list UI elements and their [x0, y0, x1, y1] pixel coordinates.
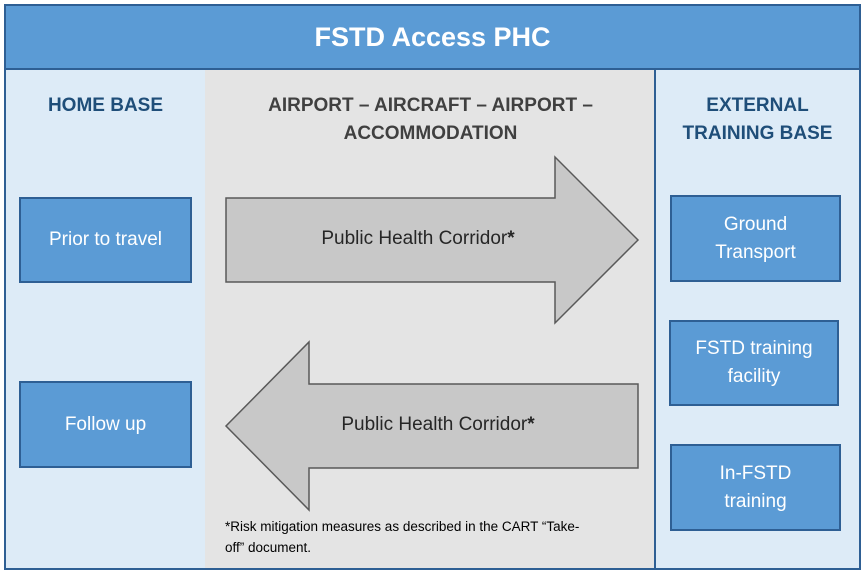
- external-base-title: EXTERNAL TRAINING BASE: [654, 92, 861, 148]
- home-base-title: HOME BASE: [4, 92, 207, 120]
- home-base-title-text: HOME BASE: [47, 95, 164, 116]
- footnote-line2: off” document.: [225, 540, 312, 555]
- ground-transport-line2: Transport: [715, 241, 796, 263]
- corridor-title-line1: AIRPORT – AIRCRAFT – AIRPORT –: [268, 95, 593, 116]
- corridor-title-line2: ACCOMMODATION: [343, 123, 518, 144]
- fstd-facility-line1: FSTD training: [695, 338, 813, 359]
- external-base-title-line2: TRAINING BASE: [682, 123, 833, 144]
- left-arrow-asterisk: *: [527, 414, 535, 435]
- left-arrow-label: Public Health Corridor*: [278, 414, 598, 436]
- right-arrow-asterisk: *: [507, 228, 515, 249]
- in-fstd-line1: In-FSTD: [719, 462, 792, 484]
- in-fstd-line2: training: [724, 490, 787, 512]
- right-arrow-shape: [225, 155, 640, 325]
- follow-up-label: Follow up: [64, 413, 147, 435]
- external-base-title-line1: EXTERNAL: [706, 95, 809, 116]
- left-arrow-label-text: Public Health Corridor: [341, 414, 528, 435]
- corridor-title: AIRPORT – AIRCRAFT – AIRPORT – ACCOMMODA…: [205, 92, 656, 148]
- fstd-training-facility-box: FSTD training facility: [669, 320, 839, 406]
- in-fstd-training-box: In-FSTD training: [670, 444, 841, 531]
- right-arrow-label: Public Health Corridor*: [258, 228, 578, 250]
- right-arrow-label-text: Public Health Corridor: [321, 228, 508, 249]
- prior-to-travel-box: Prior to travel: [19, 197, 192, 283]
- diagram-title: FSTD Access PHC: [4, 4, 861, 70]
- ground-transport-box: Ground Transport: [670, 195, 841, 282]
- follow-up-box: Follow up: [19, 381, 192, 468]
- ground-transport-line1: Ground: [723, 213, 788, 235]
- left-arrow-shape: [224, 340, 639, 512]
- corridor-column: [205, 68, 656, 570]
- fstd-facility-line2: facility: [727, 366, 781, 387]
- diagram-title-text: FSTD Access PHC: [314, 21, 551, 52]
- prior-to-travel-label: Prior to travel: [49, 229, 162, 250]
- footnote: *Risk mitigation measures as described i…: [225, 516, 645, 558]
- footnote-line1: *Risk mitigation measures as described i…: [225, 519, 580, 534]
